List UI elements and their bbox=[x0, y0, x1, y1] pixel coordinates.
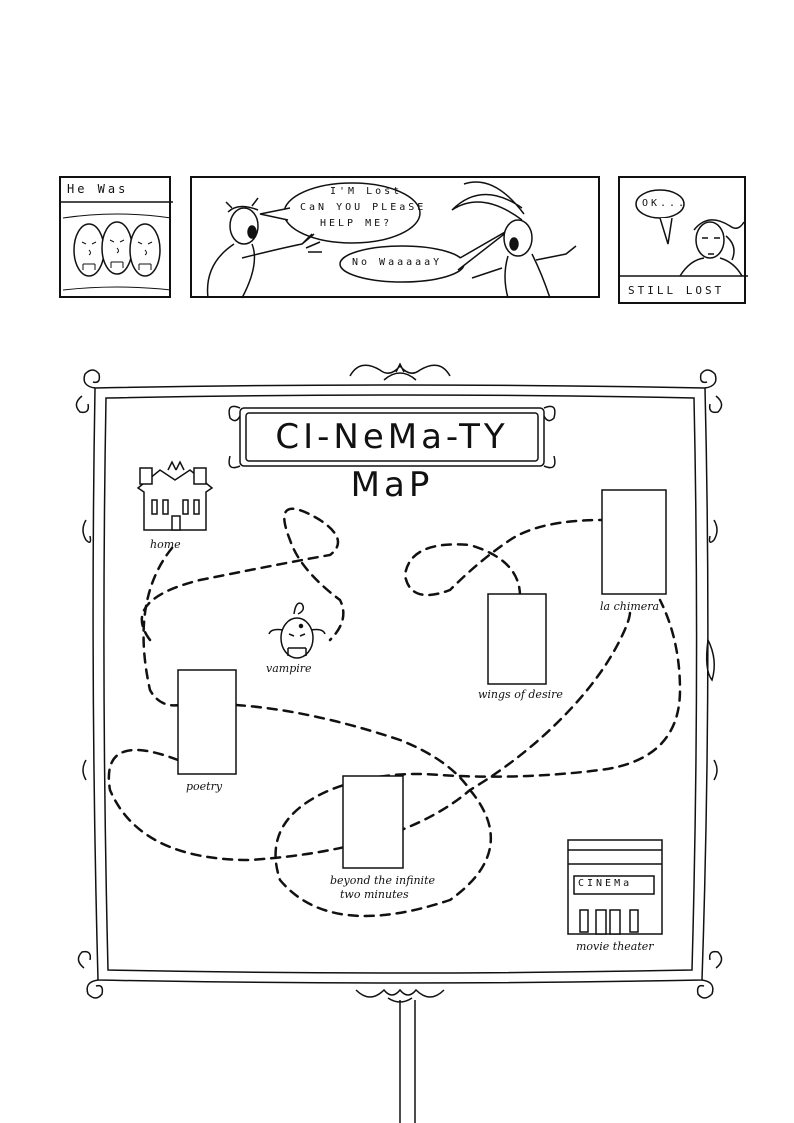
vampire-face-drawing bbox=[268, 602, 326, 659]
map-title: CI-NeMa-TY MaP bbox=[275, 417, 509, 505]
label-home: home bbox=[150, 538, 181, 551]
movie-frames bbox=[177, 489, 667, 869]
label-wings-of-desire: wings of desire bbox=[478, 688, 563, 701]
bubble-1-line-2: CaN YOU PLEaSE bbox=[300, 202, 427, 213]
comic-panel-3: OK... STILL LOST bbox=[618, 176, 748, 304]
label-beyond-line-2: two minutes bbox=[340, 888, 409, 901]
movie-theater-drawing bbox=[567, 839, 663, 935]
sign-post bbox=[399, 1000, 416, 1123]
bubble-1-line-3: HELP ME? bbox=[320, 218, 393, 229]
panel-1-caption: He Was bbox=[67, 182, 129, 196]
comic-panel-2: I'M Lost CaN YOU PLEaSE HELP ME? No Waaa… bbox=[190, 176, 600, 299]
comic-panel-1: He Was bbox=[59, 176, 173, 298]
label-movie-theater: movie theater bbox=[576, 940, 654, 953]
still-lost-drawing bbox=[620, 189, 748, 277]
panel-3-caption: STILL LOST bbox=[628, 284, 725, 297]
title-plaque bbox=[228, 405, 556, 469]
three-faces-drawing bbox=[61, 201, 173, 291]
theater-sign: CINEMa bbox=[578, 878, 633, 889]
label-la-chimera: la chimera bbox=[600, 600, 660, 613]
lost-person-drawing bbox=[206, 181, 577, 299]
label-poetry: poetry bbox=[186, 780, 223, 793]
label-beyond-line-1: beyond the infinite bbox=[330, 874, 435, 887]
bubble-2-text: No WaaaaaY bbox=[352, 257, 443, 268]
bubble-1-line-1: I'M Lost bbox=[330, 186, 403, 197]
home-house-drawing bbox=[136, 460, 214, 531]
label-vampire: vampire bbox=[266, 662, 312, 675]
dashed-routes bbox=[107, 507, 682, 918]
map-frame bbox=[75, 362, 723, 1003]
panel-3-bubble: OK... bbox=[642, 198, 688, 209]
